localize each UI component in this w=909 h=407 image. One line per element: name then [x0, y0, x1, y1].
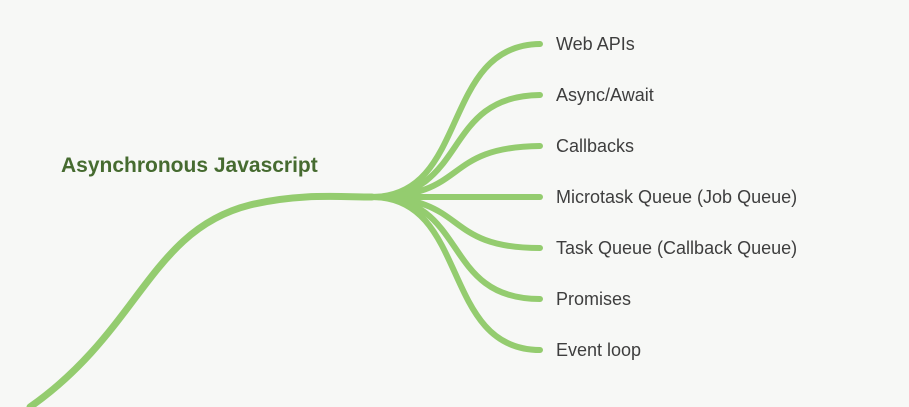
node-microtask-queue[interactable]: Microtask Queue (Job Queue): [556, 187, 798, 207]
connector-task-queue: [369, 194, 543, 251]
connector-event-loop: [369, 194, 543, 353]
node-web-apis[interactable]: Web APIs: [556, 34, 635, 54]
node-async-await[interactable]: Async/Await: [556, 85, 654, 105]
connector-callbacks: [369, 143, 543, 200]
node-callbacks[interactable]: Callbacks: [556, 136, 635, 156]
node-task-queue[interactable]: Task Queue (Callback Queue): [556, 238, 798, 258]
root-connector: [26, 192, 376, 407]
root-node-label[interactable]: Asynchronous Javascript: [61, 154, 318, 177]
node-promises[interactable]: Promises: [556, 289, 632, 309]
node-event-loop[interactable]: Event loop: [556, 340, 642, 360]
